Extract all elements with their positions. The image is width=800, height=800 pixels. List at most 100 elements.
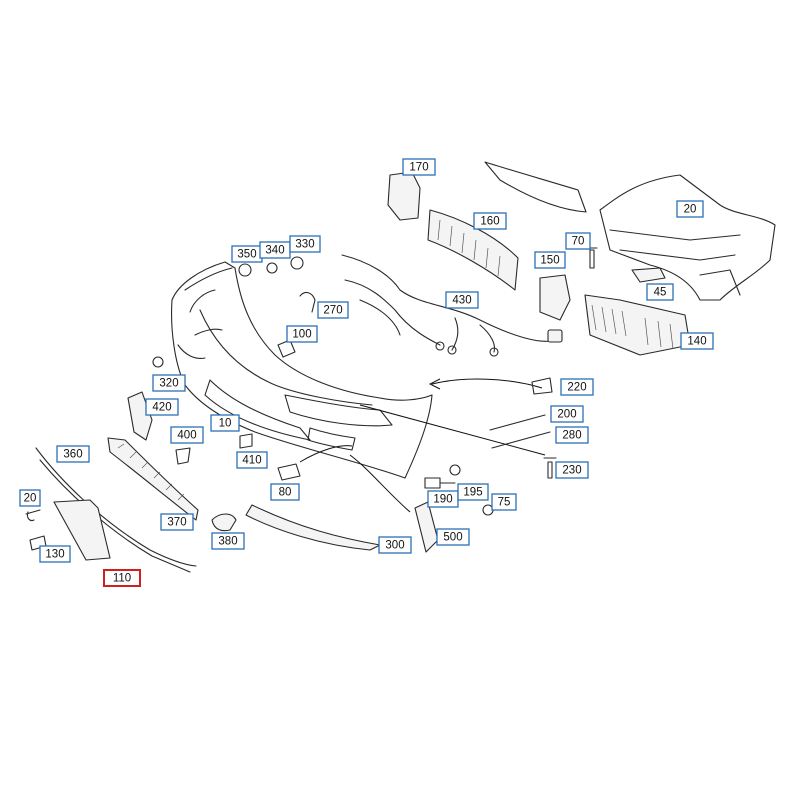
callout-label-410: 410 — [242, 455, 261, 467]
strip-300 — [245, 504, 381, 551]
callout-box-280[interactable] — [555, 426, 589, 444]
grille-insert-160-hatch — [437, 219, 501, 277]
callout-box-75[interactable] — [491, 493, 517, 511]
callout-140[interactable]: 140 — [680, 332, 714, 350]
callout-label-380: 380 — [218, 536, 237, 548]
strip-280 — [491, 431, 551, 449]
callout-340[interactable]: 340 — [259, 241, 291, 259]
callout-box-370[interactable] — [160, 513, 194, 531]
callout-330[interactable]: 330 — [289, 235, 321, 253]
callout-280[interactable]: 280 — [555, 426, 589, 444]
callout-box-320[interactable] — [152, 374, 186, 392]
callout-box-45[interactable] — [646, 283, 674, 301]
callout-20b[interactable]: 20 — [19, 489, 41, 507]
callout-label-190: 190 — [433, 494, 452, 506]
trim-380 — [211, 513, 237, 532]
callout-box-420[interactable] — [145, 398, 179, 416]
harness-plug-1 — [435, 341, 445, 351]
callout-360[interactable]: 360 — [56, 445, 90, 463]
callout-box-330[interactable] — [289, 235, 321, 253]
callout-220[interactable]: 220 — [560, 378, 594, 396]
callout-370[interactable]: 370 — [160, 513, 194, 531]
plate-bracket-110 — [53, 499, 111, 561]
callout-label-300: 300 — [385, 540, 404, 552]
callout-box-220[interactable] — [560, 378, 594, 396]
screw-20 — [25, 509, 41, 522]
callout-box-230[interactable] — [555, 461, 589, 479]
leader-arrow-to-bumper — [431, 378, 543, 389]
bracket-170 — [387, 171, 421, 221]
clip-410 — [239, 433, 253, 449]
callout-350[interactable]: 350 — [231, 245, 263, 263]
callout-270[interactable]: 270 — [317, 301, 349, 319]
callout-box-380[interactable] — [211, 532, 245, 550]
callout-380[interactable]: 380 — [211, 532, 245, 550]
callout-420[interactable]: 420 — [145, 398, 179, 416]
callout-label-170: 170 — [409, 162, 428, 174]
callout-box-160[interactable] — [473, 212, 507, 230]
callout-230[interactable]: 230 — [555, 461, 589, 479]
callout-box-20b[interactable] — [19, 489, 41, 507]
callout-20a[interactable]: 20 — [676, 200, 704, 218]
callout-80[interactable]: 80 — [270, 483, 300, 501]
callout-box-360[interactable] — [56, 445, 90, 463]
callout-410[interactable]: 410 — [236, 451, 268, 469]
callout-box-20a[interactable] — [676, 200, 704, 218]
grille-140 — [584, 294, 691, 356]
callout-70[interactable]: 70 — [565, 232, 591, 250]
callout-45[interactable]: 45 — [646, 283, 674, 301]
callout-box-300[interactable] — [378, 536, 412, 554]
bumper-inner-lines — [177, 289, 223, 359]
callout-160[interactable]: 160 — [473, 212, 507, 230]
bolt-230 — [543, 457, 557, 479]
callout-130[interactable]: 130 — [39, 545, 71, 563]
callout-box-130[interactable] — [39, 545, 71, 563]
callout-320[interactable]: 320 — [152, 374, 186, 392]
callout-195[interactable]: 195 — [457, 483, 489, 501]
clip-270 — [299, 291, 316, 313]
callout-box-410[interactable] — [236, 451, 268, 469]
callout-box-140[interactable] — [680, 332, 714, 350]
callout-box-200[interactable] — [550, 405, 584, 423]
leader-arrow-to-bumper-arrowhead — [428, 378, 441, 390]
bumper-grille-opening — [284, 394, 393, 427]
callout-box-110[interactable] — [103, 569, 141, 587]
callout-label-360: 360 — [63, 449, 82, 461]
callout-label-400: 400 — [177, 430, 196, 442]
callout-100[interactable]: 100 — [286, 325, 318, 343]
callout-75[interactable]: 75 — [491, 493, 517, 511]
callout-190[interactable]: 190 — [427, 490, 459, 508]
callout-500[interactable]: 500 — [436, 528, 470, 546]
callout-box-100[interactable] — [286, 325, 318, 343]
callout-400[interactable]: 400 — [170, 426, 204, 444]
callout-box-170[interactable] — [402, 158, 436, 176]
callout-150[interactable]: 150 — [534, 251, 566, 269]
callout-300[interactable]: 300 — [378, 536, 412, 554]
callout-10[interactable]: 10 — [210, 414, 240, 432]
callout-170[interactable]: 170 — [402, 158, 436, 176]
parts-diagram-panel — [22, 160, 780, 588]
callout-110[interactable]: 110 — [103, 569, 141, 587]
callout-label-280: 280 — [562, 430, 581, 442]
callout-box-10[interactable] — [210, 414, 240, 432]
callout-box-70[interactable] — [565, 232, 591, 250]
callout-box-430[interactable] — [445, 291, 479, 309]
callout-box-500[interactable] — [436, 528, 470, 546]
harness-plug-3 — [489, 347, 499, 357]
cover-150 — [539, 274, 571, 321]
callout-box-270[interactable] — [317, 301, 349, 319]
radiator-support-detail — [609, 229, 741, 296]
callout-label-20a: 20 — [684, 204, 697, 216]
callout-label-270: 270 — [323, 305, 342, 317]
callout-200[interactable]: 200 — [550, 405, 584, 423]
bracket-45 — [631, 267, 666, 283]
bracket-100 — [277, 339, 296, 358]
callout-label-420: 420 — [152, 402, 171, 414]
callout-430[interactable]: 430 — [445, 291, 479, 309]
callout-box-80[interactable] — [270, 483, 300, 501]
bracket-220 — [531, 377, 553, 395]
callout-box-400[interactable] — [170, 426, 204, 444]
callout-box-150[interactable] — [534, 251, 566, 269]
callout-box-195[interactable] — [457, 483, 489, 501]
